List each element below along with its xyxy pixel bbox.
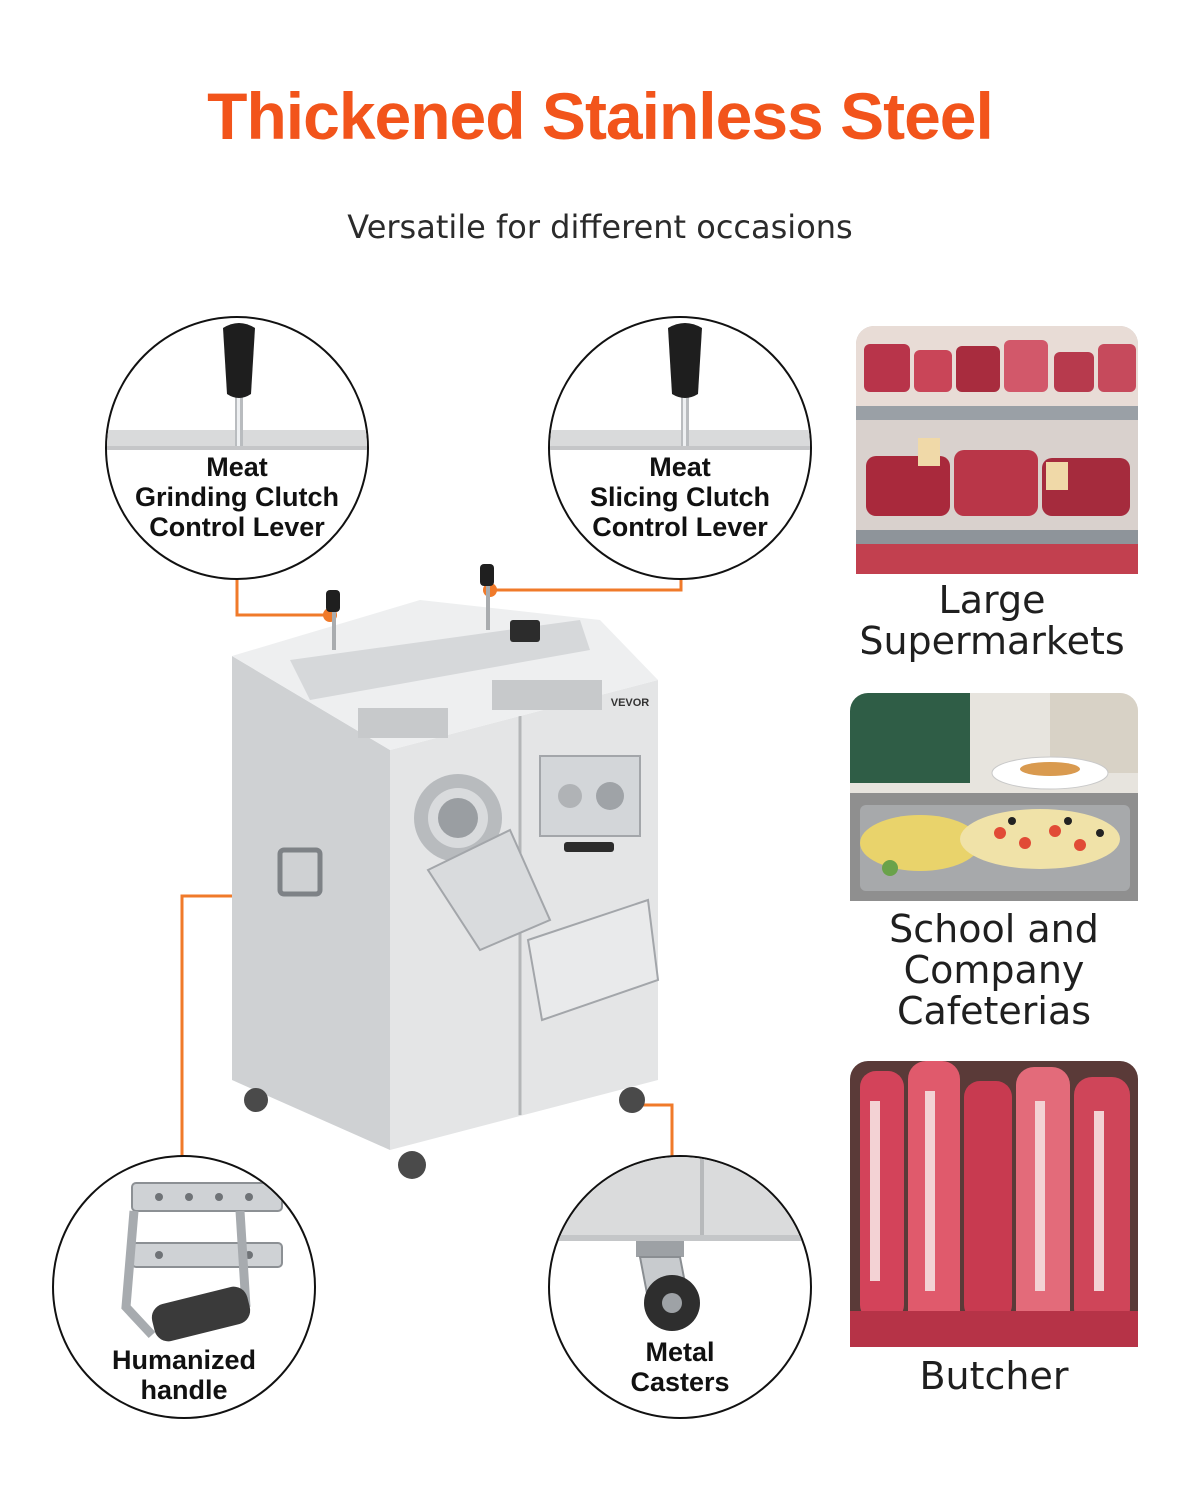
callout-line: Casters xyxy=(630,1367,730,1397)
slicer-window xyxy=(539,755,641,837)
callout-line: handle xyxy=(140,1375,228,1405)
slicer-hopper xyxy=(492,680,602,710)
butcher-hanging-meat-image xyxy=(850,1061,1138,1347)
page-subtitle: Versatile for different occasions xyxy=(347,208,853,246)
caster xyxy=(244,1088,268,1112)
grinder-chute xyxy=(426,828,552,952)
callout-line: Metal xyxy=(645,1337,715,1367)
control-knob xyxy=(510,620,540,642)
side-handle xyxy=(277,847,323,897)
callout-line: Humanized xyxy=(111,1345,257,1375)
callout-label-handle: Humanized handle xyxy=(54,1345,314,1405)
callout-grinding-lever: Meat Grinding Clutch Control Lever xyxy=(105,316,369,580)
callout-label-casters: Metal Casters xyxy=(550,1337,810,1397)
photo-butcher xyxy=(850,1061,1138,1347)
callout-label-slicing: Meat Slicing Clutch Control Lever xyxy=(550,452,810,542)
grinding-lever xyxy=(332,598,336,650)
grinder-hopper xyxy=(358,708,448,738)
machine-side-panel xyxy=(232,656,390,1150)
callout-line: Grinding Clutch xyxy=(135,482,339,512)
occasion-line: Large xyxy=(938,578,1046,622)
occasion-line: Butcher xyxy=(919,1354,1069,1398)
meat-grinder-slicer-machine: VEVOR xyxy=(232,564,660,1179)
photo-supermarket xyxy=(856,326,1138,574)
occasion-label-supermarkets: Large Supermarkets xyxy=(846,580,1138,662)
callout-line: Slicing Clutch xyxy=(589,482,770,512)
slicing-lever xyxy=(486,574,490,630)
occasion-label-cafeterias: School and Company Cafeterias xyxy=(846,909,1142,1032)
page-title: Thickened Stainless Steel xyxy=(207,79,994,153)
cafeteria-buffet-image xyxy=(850,693,1138,901)
occasion-line: Supermarkets xyxy=(859,619,1125,663)
caster xyxy=(619,1087,645,1113)
callout-line: Control Lever xyxy=(592,512,768,542)
callout-casters: Metal Casters xyxy=(548,1155,812,1419)
callout-slicing-lever: Meat Slicing Clutch Control Lever xyxy=(548,316,812,580)
callout-line: Meat xyxy=(206,452,268,482)
caster xyxy=(398,1151,426,1179)
lever-grinding-illustration xyxy=(107,323,367,450)
slicer-chute xyxy=(526,898,660,1022)
supermarket-shelf-image xyxy=(856,326,1138,574)
brand-logo: VEVOR xyxy=(611,697,650,709)
callout-line: Control Lever xyxy=(149,512,325,542)
slicer-handle xyxy=(564,842,614,852)
handle-illustration xyxy=(121,1182,283,1342)
photo-cafeteria xyxy=(850,693,1138,901)
callout-handle: Humanized handle xyxy=(52,1155,316,1419)
occasion-line: Company xyxy=(903,948,1085,992)
occasion-line: Cafeterias xyxy=(896,989,1092,1033)
caster-illustration xyxy=(550,1157,810,1331)
lever-slicing-illustration xyxy=(550,323,810,450)
occasion-line: School and xyxy=(889,907,1099,951)
occasion-label-butcher: Butcher xyxy=(846,1356,1142,1397)
callout-line: Meat xyxy=(649,452,711,482)
callout-label-grinding: Meat Grinding Clutch Control Lever xyxy=(107,452,367,542)
